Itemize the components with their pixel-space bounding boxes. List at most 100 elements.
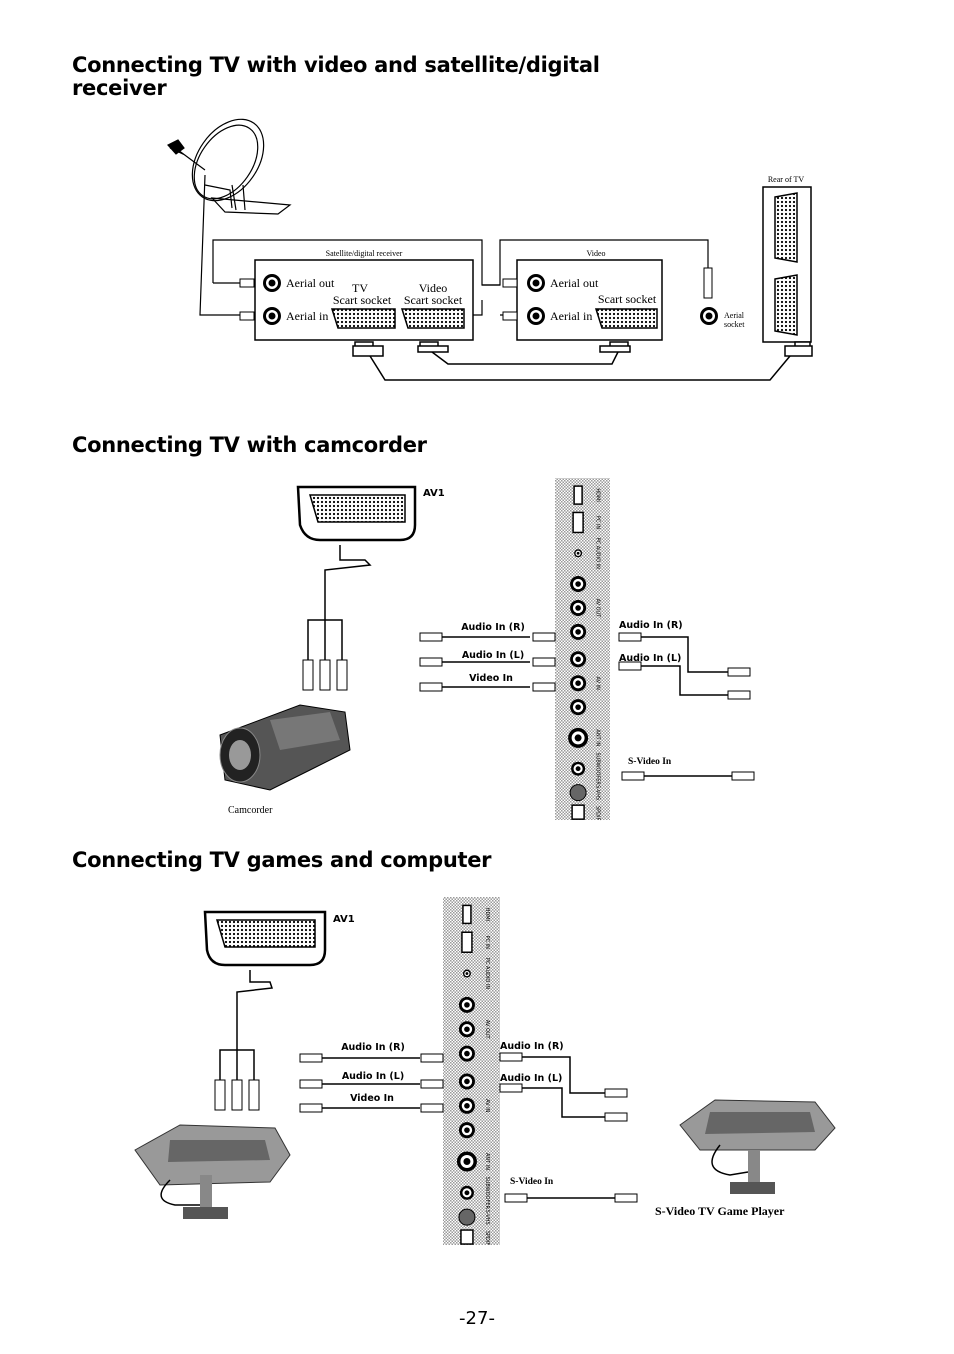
rca-socket-pin bbox=[464, 1103, 470, 1109]
audio-in-r-label: Audio In (R) bbox=[461, 622, 525, 633]
aerial-out-label: Aerial out bbox=[550, 276, 599, 290]
rca-socket-pin bbox=[575, 605, 581, 611]
tv-label: TV bbox=[352, 281, 368, 295]
socket-label: socket bbox=[724, 320, 745, 329]
vga-port-icon bbox=[572, 511, 584, 534]
panel-port-label: AV IN bbox=[594, 677, 600, 691]
cable-line bbox=[641, 665, 728, 696]
cable-line bbox=[641, 636, 728, 673]
rca-socket-pin bbox=[464, 1127, 470, 1133]
rear-of-tv: Rear of TV bbox=[762, 175, 812, 343]
panel-port-label: SPDIF bbox=[594, 806, 600, 821]
rca-plug-icon bbox=[299, 1079, 323, 1089]
panel-port-label: PC AUDIO IN bbox=[594, 538, 600, 570]
cable-line bbox=[522, 1056, 605, 1094]
panel-port-label: PC AUDIO IN bbox=[484, 958, 490, 990]
aerial-in-socket-icon bbox=[527, 307, 545, 325]
rca-socket-pin bbox=[575, 656, 581, 663]
rca-plug-icon bbox=[420, 1103, 444, 1113]
rca-plug-icon bbox=[604, 1112, 628, 1122]
receiver-box: Satellite/digital receiver Aerial out Ae… bbox=[239, 249, 474, 341]
panel-port-label: AV IN bbox=[484, 1099, 490, 1113]
rca-plug-icon bbox=[420, 1053, 444, 1063]
rca-plug-icon bbox=[727, 667, 751, 677]
rca-plug-icon bbox=[419, 682, 443, 692]
rca-socket-pin bbox=[574, 734, 582, 742]
rca-socket-pin bbox=[464, 1190, 470, 1196]
aerial-out-socket-icon bbox=[527, 274, 545, 292]
audio-in-l-label: Audio In (L) bbox=[462, 650, 524, 661]
panel-port-label: PC IN bbox=[484, 936, 490, 950]
audio-in-l-label: Audio In (L) bbox=[619, 653, 681, 664]
av1-label: AV1 bbox=[423, 488, 445, 499]
av1-scart-connector: AV1 bbox=[203, 910, 355, 1111]
game-player-icon: S-Video TV Game Player bbox=[655, 1099, 836, 1218]
audio-in-l-label: Audio In (L) bbox=[342, 1071, 404, 1082]
rca-plug-icon bbox=[504, 1193, 528, 1203]
rca-plug-icon bbox=[618, 632, 642, 642]
rca-socket-pin bbox=[575, 629, 581, 635]
panel-port-label: AV OUT bbox=[594, 599, 600, 619]
video-box: Video Aerial out Aerial in Scart socket bbox=[502, 249, 663, 341]
panel-port-label: ANT IN bbox=[594, 729, 600, 746]
panel-port-label: HDMI bbox=[594, 488, 600, 501]
spdif-port-icon bbox=[460, 1229, 474, 1245]
aerial-label: Aerial bbox=[724, 311, 745, 320]
rca-socket-pin bbox=[576, 551, 580, 555]
panel-background bbox=[555, 478, 610, 820]
rca-plug-icon bbox=[532, 632, 556, 642]
s-video-in-label: S-Video In bbox=[510, 1177, 554, 1187]
video-scart-title: Video bbox=[419, 281, 448, 295]
aerial-out-socket-icon bbox=[263, 274, 281, 292]
rca-socket-pin bbox=[464, 1078, 470, 1085]
rca-plug-icon bbox=[727, 690, 751, 700]
section-title-games: Connecting TV games and computer bbox=[72, 848, 492, 872]
scart-socket-icon bbox=[594, 308, 658, 329]
panel-background bbox=[443, 897, 500, 1245]
tv-scart-socket-icon bbox=[330, 308, 396, 329]
camcorder-cables: Audio In (R) Audio In (L) Video In Audio… bbox=[419, 620, 755, 781]
aerial-in-label: Aerial in bbox=[550, 309, 592, 323]
panel-port-label: AV OUT bbox=[484, 1020, 490, 1040]
panel-port-label: HDMI bbox=[484, 908, 490, 921]
panel-port-label: SUBWOOFER bbox=[594, 752, 600, 785]
audio-in-r-label: Audio In (R) bbox=[619, 620, 683, 631]
camcorder-label: Camcorder bbox=[228, 805, 273, 816]
aerial-in-label: Aerial in bbox=[286, 309, 328, 323]
video-in-label: Video In bbox=[469, 673, 513, 684]
svhs-port-icon bbox=[458, 1208, 476, 1226]
rca-plug-icon bbox=[299, 1103, 323, 1113]
panel-port-label: S-VHS bbox=[594, 785, 600, 800]
rca-socket-pin bbox=[464, 1050, 470, 1057]
vga-port-icon bbox=[461, 931, 473, 953]
rca-socket-pin bbox=[465, 972, 469, 975]
tv-scart-label: Scart socket bbox=[333, 293, 392, 307]
section-title-satellite: Connecting TV with video and satellite/d… bbox=[72, 53, 600, 100]
section-title-camcorder: Connecting TV with camcorder bbox=[72, 433, 427, 457]
s-video-in-label: S-Video In bbox=[628, 757, 672, 767]
rca-plug-icon bbox=[419, 657, 443, 667]
rca-socket-pin bbox=[464, 1002, 470, 1008]
video-scart-label: Scart socket bbox=[404, 293, 463, 307]
rca-socket-pin bbox=[464, 1026, 470, 1033]
rear-of-tv-label: Rear of TV bbox=[768, 175, 805, 184]
rca-plug-icon bbox=[614, 1193, 638, 1203]
game-console-icon bbox=[134, 1124, 291, 1219]
rca-socket-pin bbox=[575, 680, 581, 686]
game-player-label: S-Video TV Game Player bbox=[655, 1204, 785, 1218]
rca-plug-icon bbox=[299, 1053, 323, 1063]
rca-socket-pin bbox=[575, 581, 581, 587]
satellite-dish bbox=[167, 118, 292, 215]
rca-plug-icon bbox=[420, 1079, 444, 1089]
camcorder-icon: Camcorder bbox=[219, 704, 351, 816]
rca-socket-pin bbox=[575, 704, 581, 710]
aerial-in-socket-icon bbox=[263, 307, 281, 325]
page-number: -27- bbox=[459, 1308, 495, 1329]
video-label: Video bbox=[586, 249, 605, 258]
av1-scart-connector: AV1 bbox=[296, 485, 445, 691]
tv-aerial-socket: Aerial socket bbox=[700, 267, 745, 329]
panel-port-label: ANT IN bbox=[484, 1153, 490, 1170]
